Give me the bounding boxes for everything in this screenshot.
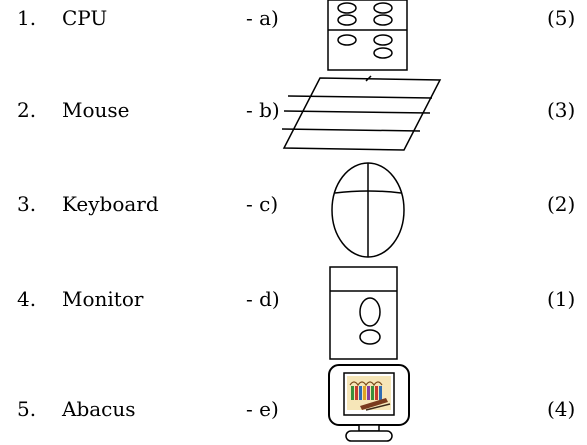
mouse-drawing bbox=[331, 162, 405, 258]
item-number: 1. bbox=[17, 6, 37, 30]
item-answer: (2) bbox=[547, 192, 576, 216]
item-term: Mouse bbox=[62, 98, 130, 122]
abacus-drawing bbox=[327, 0, 408, 71]
item-term: Abacus bbox=[62, 397, 136, 421]
item-term: Keyboard bbox=[62, 192, 159, 216]
item-option: - d) bbox=[246, 287, 280, 311]
keyboard-drawing bbox=[281, 75, 442, 151]
item-answer: (3) bbox=[547, 98, 576, 122]
item-term: Monitor bbox=[62, 287, 144, 311]
item-option: - c) bbox=[246, 192, 279, 216]
item-term: CPU bbox=[62, 6, 108, 30]
item-option: - a) bbox=[246, 6, 279, 30]
item-option: - b) bbox=[246, 98, 280, 122]
cpu-drawing bbox=[329, 266, 398, 360]
item-answer: (4) bbox=[547, 397, 576, 421]
item-number: 3. bbox=[17, 192, 37, 216]
item-number: 2. bbox=[17, 98, 37, 122]
item-answer: (5) bbox=[547, 6, 576, 30]
item-number: 5. bbox=[17, 397, 37, 421]
item-number: 4. bbox=[17, 287, 37, 311]
item-answer: (1) bbox=[547, 287, 576, 311]
item-option: - e) bbox=[246, 397, 279, 421]
monitor-drawing bbox=[328, 364, 410, 442]
